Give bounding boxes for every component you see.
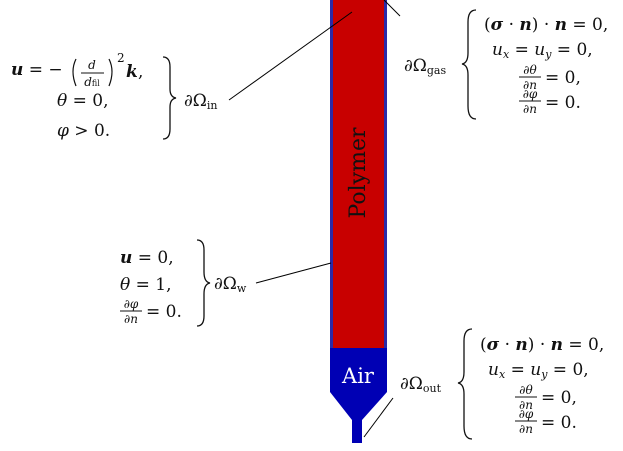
svg-text:∂φ: ∂φ xyxy=(523,87,538,101)
gas-boundary-label: ∂Ωgas xyxy=(404,56,446,77)
leader-lines xyxy=(228,0,401,438)
inlet-velocity-equation: u = − d dfil 2 k , xyxy=(11,51,143,89)
nozzle xyxy=(330,0,387,443)
svg-text:∂n: ∂n xyxy=(523,78,537,92)
wall-leader xyxy=(255,262,332,284)
svg-text:∂φ: ∂φ xyxy=(124,297,139,311)
svg-text:d: d xyxy=(88,58,96,72)
svg-text:= 0.: = 0. xyxy=(146,302,182,322)
svg-text:= 0.: = 0. xyxy=(545,93,581,113)
outlet-stress-equation: (σ · n) · n = 0, xyxy=(480,335,604,355)
svg-text:∂n: ∂n xyxy=(523,102,537,116)
polymer-label: Polymer xyxy=(346,127,371,219)
wall-brace xyxy=(196,239,211,327)
inlet-conditions: u = − d dfil 2 k , θ = 0, φ > 0. ∂Ωin xyxy=(11,51,218,141)
outlet-boundary-label: ∂Ωout xyxy=(400,374,442,395)
svg-text:∂n: ∂n xyxy=(124,312,138,326)
gas-temperature-equation: ∂θ ∂n = 0, xyxy=(519,63,581,92)
inlet-temperature-equation: θ = 0, xyxy=(57,91,109,111)
svg-text:∂n: ∂n xyxy=(519,398,533,412)
inlet-leader xyxy=(228,11,353,101)
outlet-phase-equation: ∂φ ∂n = 0. xyxy=(515,407,577,436)
gas-stress-equation: (σ · n) · n = 0, xyxy=(484,15,608,35)
svg-text:k: k xyxy=(126,62,138,82)
svg-text:= 0,: = 0, xyxy=(541,388,577,408)
svg-text:= 0,: = 0, xyxy=(545,68,581,88)
svg-text:∂θ: ∂θ xyxy=(519,383,533,397)
wall-temperature-equation: θ = 1, xyxy=(120,275,172,295)
svg-text:u = −: u = − xyxy=(11,60,63,80)
svg-text:∂θ: ∂θ xyxy=(523,63,537,77)
svg-text:2: 2 xyxy=(117,51,125,65)
air-region xyxy=(330,348,387,443)
inlet-phase-equation: φ > 0. xyxy=(57,121,110,141)
gas-velocity-equation: ux = uy = 0, xyxy=(492,40,593,61)
outlet-conditions: ∂Ωout (σ · n) · n = 0, ux = uy = 0, ∂θ ∂… xyxy=(400,328,604,440)
svg-text:∂φ: ∂φ xyxy=(519,407,534,421)
outlet-velocity-equation: ux = uy = 0, xyxy=(488,360,589,381)
svg-text:,: , xyxy=(138,62,143,82)
outlet-temperature-equation: ∂θ ∂n = 0, xyxy=(515,383,577,412)
gas-leader xyxy=(383,0,401,17)
polymer-region xyxy=(333,0,384,348)
svg-text:∂n: ∂n xyxy=(519,422,533,436)
wall-velocity-equation: u = 0, xyxy=(120,248,174,268)
wall-conditions: u = 0, θ = 1, ∂φ ∂n = 0. ∂Ωw xyxy=(120,239,247,327)
outlet-leader xyxy=(363,397,394,438)
wall-phase-equation: ∂φ ∂n = 0. xyxy=(120,297,182,326)
gas-phase-equation: ∂φ ∂n = 0. xyxy=(519,87,581,116)
inlet-boundary-label: ∂Ωin xyxy=(184,91,218,112)
gas-brace xyxy=(461,9,477,120)
svg-text:dfil: dfil xyxy=(84,75,100,89)
gas-conditions: ∂Ωgas (σ · n) · n = 0, ux = uy = 0, ∂θ ∂… xyxy=(404,9,608,120)
wall-boundary-label: ∂Ωw xyxy=(214,274,247,295)
outlet-brace xyxy=(457,328,473,440)
svg-text:= 0.: = 0. xyxy=(541,413,577,433)
inlet-brace xyxy=(162,56,177,140)
air-label: Air xyxy=(341,364,375,388)
